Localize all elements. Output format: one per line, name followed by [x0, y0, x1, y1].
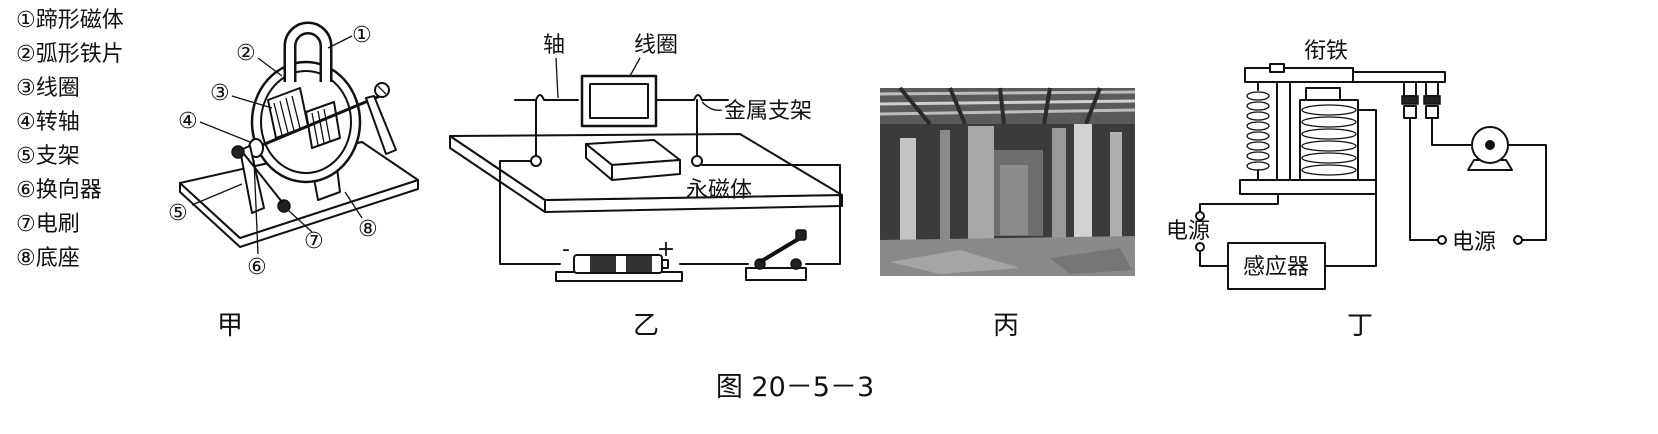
callout-1: ① [352, 23, 372, 48]
photo-pillar-5 [1074, 124, 1092, 244]
ding-coil-windings [1301, 104, 1357, 176]
photo-pillar-4 [1052, 128, 1066, 240]
brush-wire [243, 153, 283, 203]
ding-motor [1467, 126, 1513, 171]
ding-power-right-label: 电源 [1452, 230, 1496, 255]
photo-pillar-6 [1110, 132, 1122, 240]
ding-armature-arm [1352, 71, 1446, 83]
battery-band-right [626, 256, 652, 272]
callout-8: ⑧ [358, 217, 378, 242]
ding-right-terminal-2 [1513, 235, 1523, 245]
battery-plus-sign: + [657, 237, 675, 262]
ding-wire-left-top [1199, 193, 1279, 213]
ding-sensor-box [1227, 242, 1326, 290]
yi-battery: - + [555, 237, 683, 282]
panel-ding: 感应器 衔铁 电源 电源 丁 [1166, 39, 1547, 341]
switch-lever [758, 236, 802, 264]
ding-contacts [1401, 81, 1441, 119]
ding-wire-sensor-coil [1324, 109, 1377, 267]
part-label-arc-iron: ②弧形铁片 [16, 42, 124, 67]
ding-electromagnet [1299, 99, 1359, 181]
brush-terminal-right [277, 199, 291, 213]
part-label-magnet: ①蹄形磁体 [16, 8, 124, 33]
switch-contact [790, 258, 802, 270]
motor-axle [1485, 140, 1495, 150]
ding-left-terminal-2 [1195, 242, 1205, 252]
panel-yi: - + 轴 线圈 金属支架 永磁体 乙 [449, 33, 843, 341]
right-support [365, 95, 397, 155]
callout-5: ⑤ [168, 201, 188, 226]
part-label-brush: ⑦电刷 [16, 212, 80, 237]
ding-pivot-post [1276, 81, 1291, 185]
battery-minus-sign: - [562, 237, 570, 262]
ding-wire-left-bottom [1199, 250, 1229, 267]
part-label-coil: ③线圈 [16, 76, 80, 101]
ding-wire-power-motor [1507, 144, 1547, 241]
yi-magnet-side [585, 143, 613, 181]
yi-terminal-left [530, 155, 542, 167]
brush-terminal-left [231, 145, 245, 159]
ding-wire-contact-power [1409, 117, 1439, 241]
yi-wire-right [701, 164, 841, 265]
yi-magnet-label: 永磁体 [686, 178, 752, 203]
panel-jia: ①蹄形磁体 ②弧形铁片 ③线圈 ④转轴 ⑤支架 ⑥换向器 ⑦电刷 ⑧底座 [16, 8, 419, 341]
callout-7: ⑦ [304, 229, 324, 254]
ding-spring [1246, 81, 1270, 183]
panel-label-yi: 乙 [633, 311, 659, 341]
photo-pillar-1 [900, 138, 916, 242]
photo-doorway-light [1000, 165, 1028, 235]
ding-armature-bar [1244, 67, 1354, 83]
part-label-base: ⑧底座 [16, 246, 80, 271]
panel-label-bing: 丙 [993, 311, 1019, 341]
ding-armature-pin [1269, 63, 1285, 73]
yi-coil-label: 线圈 [634, 33, 678, 58]
panel-label-jia: 甲 [217, 311, 243, 341]
photo-pillar-3 [968, 126, 994, 242]
yi-coil-inner [589, 83, 649, 119]
callout-6: ⑥ [247, 255, 267, 280]
yi-wire-left [499, 160, 561, 265]
ding-power-left-label: 电源 [1166, 219, 1210, 244]
switch-base [745, 267, 807, 281]
panel-bing: 丙 [879, 86, 1136, 341]
battery-tip [661, 259, 669, 269]
horseshoe-magnet-face [286, 24, 330, 82]
battery-band-left [590, 256, 616, 272]
parts-list: ①蹄形磁体 ②弧形铁片 ③线圈 ④转轴 ⑤支架 ⑥换向器 ⑦电刷 ⑧底座 [16, 8, 124, 271]
figure-caption: 图 20－5－3 [716, 372, 874, 403]
callout-2: ② [236, 41, 256, 66]
switch-handle [795, 229, 807, 241]
ding-armature-label: 衔铁 [1304, 39, 1348, 64]
photo-pillar-2 [940, 130, 950, 240]
ding-core-top [1305, 87, 1341, 101]
coil-block-right [305, 101, 341, 149]
yi-terminal-right [691, 155, 703, 167]
yi-axle-label: 轴 [543, 33, 565, 58]
callout-3: ③ [210, 81, 230, 106]
ding-right-terminal-1 [1437, 235, 1447, 245]
yi-switch [745, 229, 807, 281]
panel-label-ding: 丁 [1347, 311, 1373, 341]
callout-4: ④ [178, 109, 198, 134]
photo-floor-debris [890, 250, 1020, 274]
left-support [239, 145, 265, 214]
yi-bracket-label: 金属支架 [724, 99, 812, 124]
part-label-shaft: ④转轴 [16, 110, 80, 135]
photo-floor-shadow [1050, 248, 1132, 274]
part-label-commutator: ⑥换向器 [16, 178, 102, 203]
ding-sensor-label: 感应器 [1243, 255, 1309, 280]
part-label-support: ⑤支架 [16, 144, 80, 169]
ding-left-terminal-1 [1195, 211, 1205, 221]
photo-ceiling-beams [879, 86, 1136, 126]
callouts: ① ② ③ ④ ⑤ ⑥ ⑦ ⑧ [168, 23, 378, 280]
ding-wire-contact-motor [1431, 117, 1473, 146]
building-interior-photo [879, 86, 1136, 276]
motor-drawing: ① ② ③ ④ ⑤ ⑥ ⑦ ⑧ [168, 21, 419, 280]
rotor-coil [267, 87, 341, 149]
ding-base [1239, 179, 1377, 195]
